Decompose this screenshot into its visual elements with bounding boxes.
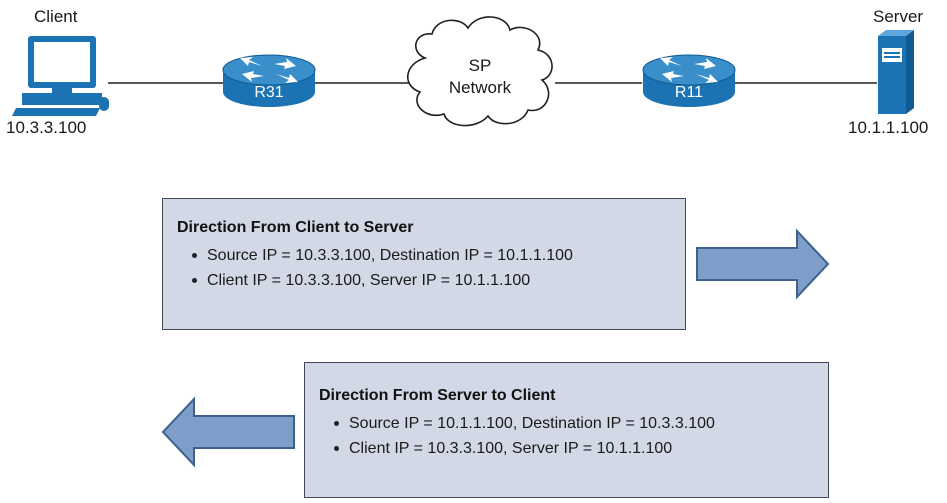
router-r11-icon [642,54,736,107]
list-item: Source IP = 10.1.1.100, Destination IP =… [334,411,828,436]
server-to-client-box: Direction From Server to Client Source I… [304,362,829,498]
list-item: Client IP = 10.3.3.100, Server IP = 10.1… [192,268,685,293]
left-arrow-icon [161,396,295,468]
router-r31-icon [222,54,316,107]
server-to-client-title: Direction From Server to Client [319,387,556,404]
sp-network-cloud-icon [407,16,553,127]
server-ip: 10.1.1.100 [848,118,929,137]
client-to-server-title: Direction From Client to Server [177,219,414,236]
server-tower-icon [878,30,914,114]
cloud-label-line1: SP [468,56,492,75]
server-title: Server [873,7,924,26]
network-topology [12,16,914,127]
router-r11-label: R11 [674,84,704,101]
right-arrow-icon [696,228,830,300]
client-ip: 10.3.3.100 [6,118,87,137]
list-item: Source IP = 10.3.3.100, Destination IP =… [192,243,685,268]
client-to-server-box: Direction From Client to Server Source I… [162,198,686,330]
client-to-server-list: Source IP = 10.3.3.100, Destination IP =… [177,243,685,293]
server-to-client-list: Source IP = 10.1.1.100, Destination IP =… [319,411,828,461]
cloud-label: SP Network [432,55,528,99]
router-r31-label: R31 [254,84,284,101]
cloud-label-line2: Network [448,78,512,97]
client-computer-icon [12,36,109,116]
client-title: Client [34,7,78,26]
list-item: Client IP = 10.3.3.100, Server IP = 10.1… [334,436,828,461]
